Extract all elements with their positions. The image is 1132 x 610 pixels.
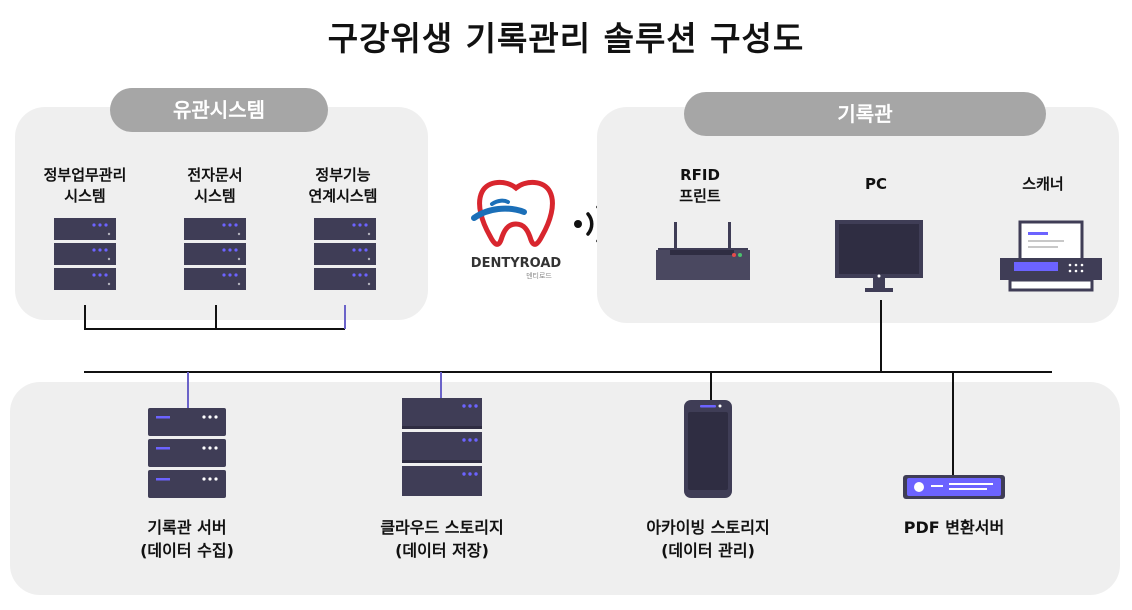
logo-wordmark: DENTYROAD bbox=[470, 256, 562, 271]
records-office-header: 기록관 bbox=[684, 92, 1046, 136]
records-server-label: 기록관 서버 (데이터 수집) bbox=[97, 516, 277, 562]
records-server-icon bbox=[148, 408, 226, 498]
pdf-converter-icon bbox=[903, 475, 1005, 499]
network-bus-line bbox=[84, 371, 1052, 373]
server-rack-icon-2 bbox=[184, 218, 246, 290]
server-rack-icon-1 bbox=[54, 218, 116, 290]
dentyroad-logo-icon bbox=[471, 180, 555, 247]
drop-line-pdf bbox=[952, 372, 954, 476]
rfid-printer-label: RFID 프린트 bbox=[640, 165, 760, 207]
related-system-label-2: 전자문서 시스템 bbox=[155, 165, 275, 207]
records-server-label-line1: 기록관 서버 bbox=[147, 518, 227, 537]
related-systems-header: 유관시스템 bbox=[110, 88, 328, 132]
connector-v2 bbox=[215, 305, 217, 329]
page-title: 구강위생 기록관리 솔루션 구성도 bbox=[327, 19, 805, 58]
archive-storage-icon bbox=[684, 400, 732, 498]
related-system-label-1-line1: 정부업무관리 bbox=[43, 166, 127, 184]
cloud-storage-label: 클라우드 스토리지 (데이터 저장) bbox=[342, 516, 542, 562]
connector-v3 bbox=[344, 305, 346, 329]
related-system-label-3-line1: 정부기능 bbox=[315, 166, 371, 184]
pc-drop-line bbox=[880, 300, 882, 372]
drop-line-cloud bbox=[440, 372, 442, 398]
scanner-label: 스캐너 bbox=[1022, 175, 1064, 193]
drop-line-server bbox=[187, 372, 189, 408]
pdf-converter-label: PDF 변환서버 bbox=[903, 518, 1005, 537]
logo-subtext: 덴티로드 bbox=[526, 272, 552, 280]
pc-label: PC bbox=[864, 175, 887, 193]
related-system-label-2-line2: 시스템 bbox=[194, 187, 236, 205]
related-system-label-2-line1: 전자문서 bbox=[187, 166, 243, 184]
archive-storage-label-line2: (데이터 관리) bbox=[661, 541, 755, 560]
server-rack-icon-3 bbox=[314, 218, 376, 290]
printer-icon bbox=[656, 222, 750, 280]
connector-v1 bbox=[84, 305, 86, 329]
connector-bracket bbox=[84, 328, 345, 330]
cloud-storage-label-line2: (데이터 저장) bbox=[395, 541, 489, 560]
cloud-storage-icon bbox=[402, 398, 482, 496]
cloud-storage-label-line1: 클라우드 스토리지 bbox=[380, 518, 504, 537]
drop-line-archive bbox=[710, 372, 712, 400]
scanner-icon bbox=[1000, 220, 1102, 292]
rfid-printer-label-line2: 프린트 bbox=[679, 187, 721, 205]
related-system-label-3: 정부기능 연계시스템 bbox=[283, 165, 403, 207]
related-system-label-3-line2: 연계시스템 bbox=[308, 187, 378, 205]
related-system-label-1: 정부업무관리 시스템 bbox=[25, 165, 145, 207]
related-system-label-1-line2: 시스템 bbox=[64, 187, 106, 205]
archive-storage-label: 아카이빙 스토리지 (데이터 관리) bbox=[608, 516, 808, 562]
rfid-printer-label-line1: RFID bbox=[680, 166, 720, 184]
records-server-label-line2: (데이터 수집) bbox=[140, 541, 234, 560]
archive-storage-label-line1: 아카이빙 스토리지 bbox=[646, 518, 770, 537]
pc-monitor-icon bbox=[835, 220, 923, 292]
